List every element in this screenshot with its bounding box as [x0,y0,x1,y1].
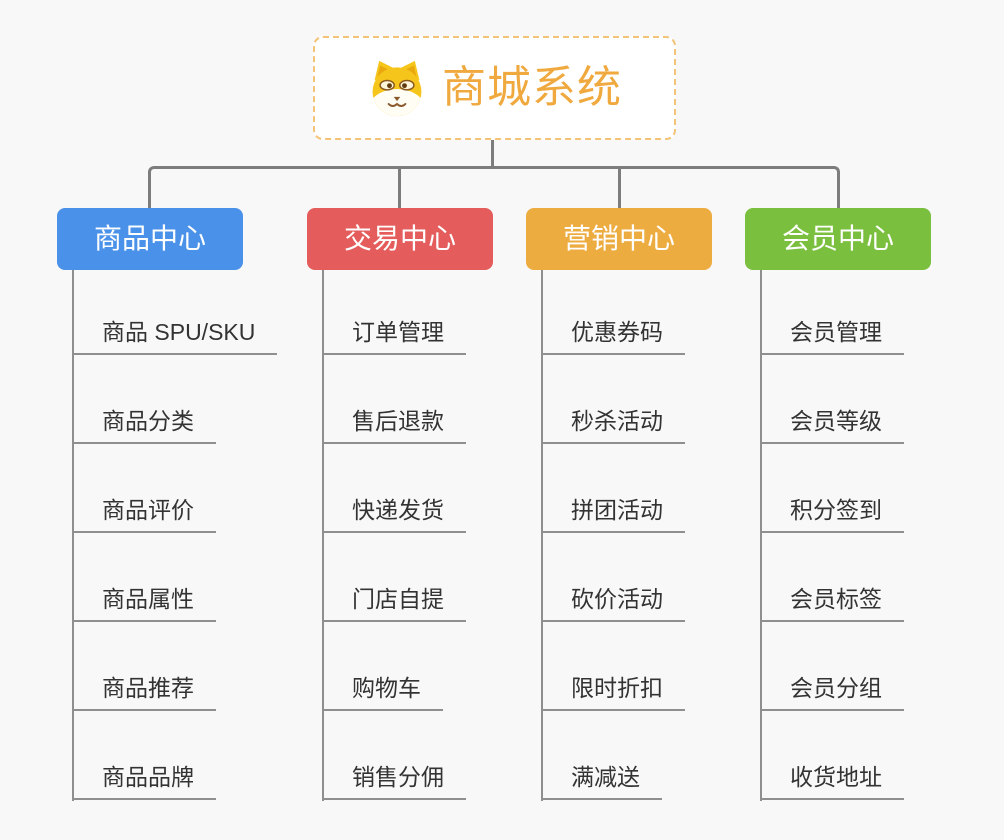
branch-label: 交易中心 [343,223,456,254]
branch-item[interactable]: 购物车 [322,673,443,711]
root-title: 商城系统 [442,63,622,112]
dog-face-icon [372,60,422,117]
branch-subtree: 优惠券码秒杀活动拼团活动砍价活动限时折扣满减送 [541,270,756,810]
branch-item[interactable]: 限时折扣 [541,673,685,711]
branch-item[interactable]: 会员等级 [760,406,904,444]
branch-item[interactable]: 快递发货 [322,495,466,533]
branch-subtree: 商品 SPU/SKU 商品分类商品评价商品属性商品推荐商品品牌 [72,270,287,810]
root-stem-connector [491,140,494,169]
branch-item[interactable]: 商品分类 [72,406,216,444]
branch-item[interactable]: 砍价活动 [541,584,685,622]
branch-trunk-line [72,270,74,801]
branch-item[interactable]: 会员管理 [760,317,904,355]
branch-trade-center: 交易中心 订单管理售后退款快递发货门店自提购物车销售分佣 [307,208,537,801]
branch-item[interactable]: 商品属性 [72,584,216,622]
branch-item[interactable]: 售后退款 [322,406,466,444]
branch-stub-connector [398,169,401,208]
branch-trunk-line [322,270,324,801]
branch-item[interactable]: 秒杀活动 [541,406,685,444]
branch-box[interactable]: 营销中心 [526,208,712,270]
branch-box[interactable]: 商品中心 [57,208,243,270]
branch-item[interactable]: 会员分组 [760,673,904,711]
branch-trunk-line [541,270,543,801]
branch-bracket-connector [148,166,840,208]
branch-item[interactable]: 满减送 [541,762,662,800]
branch-subtree: 订单管理售后退款快递发货门店自提购物车销售分佣 [322,270,537,810]
branch-label: 会员中心 [781,223,894,254]
branch-member-center: 会员中心 会员管理会员等级积分签到会员标签会员分组收货地址 [745,208,975,801]
root-node[interactable]: 商城系统 [313,36,676,140]
branch-subtree: 会员管理会员等级积分签到会员标签会员分组收货地址 [760,270,975,810]
branch-label: 营销中心 [562,223,675,254]
branch-product-center: 商品中心 商品 SPU/SKU 商品分类商品评价商品属性商品推荐商品品牌 [57,208,287,801]
branch-item[interactable]: 收货地址 [760,762,904,800]
branch-marketing-center: 营销中心 优惠券码秒杀活动拼团活动砍价活动限时折扣满减送 [526,208,756,801]
branch-item[interactable]: 优惠券码 [541,317,685,355]
branch-item[interactable]: 会员标签 [760,584,904,622]
branch-trunk-line [760,270,762,801]
branch-item[interactable]: 商品评价 [72,495,216,533]
branch-stub-connector [618,169,621,208]
branch-item[interactable]: 销售分佣 [322,762,466,800]
branch-item[interactable]: 拼团活动 [541,495,685,533]
branch-item[interactable]: 订单管理 [322,317,466,355]
branch-item[interactable]: 商品品牌 [72,762,216,800]
branch-label: 商品中心 [93,223,206,254]
branch-item[interactable]: 商品 SPU/SKU [72,317,278,355]
branch-item[interactable]: 商品推荐 [72,673,216,711]
branch-item[interactable]: 门店自提 [322,584,466,622]
branch-box[interactable]: 会员中心 [745,208,931,270]
branch-item[interactable]: 积分签到 [760,495,904,533]
branch-box[interactable]: 交易中心 [307,208,493,270]
